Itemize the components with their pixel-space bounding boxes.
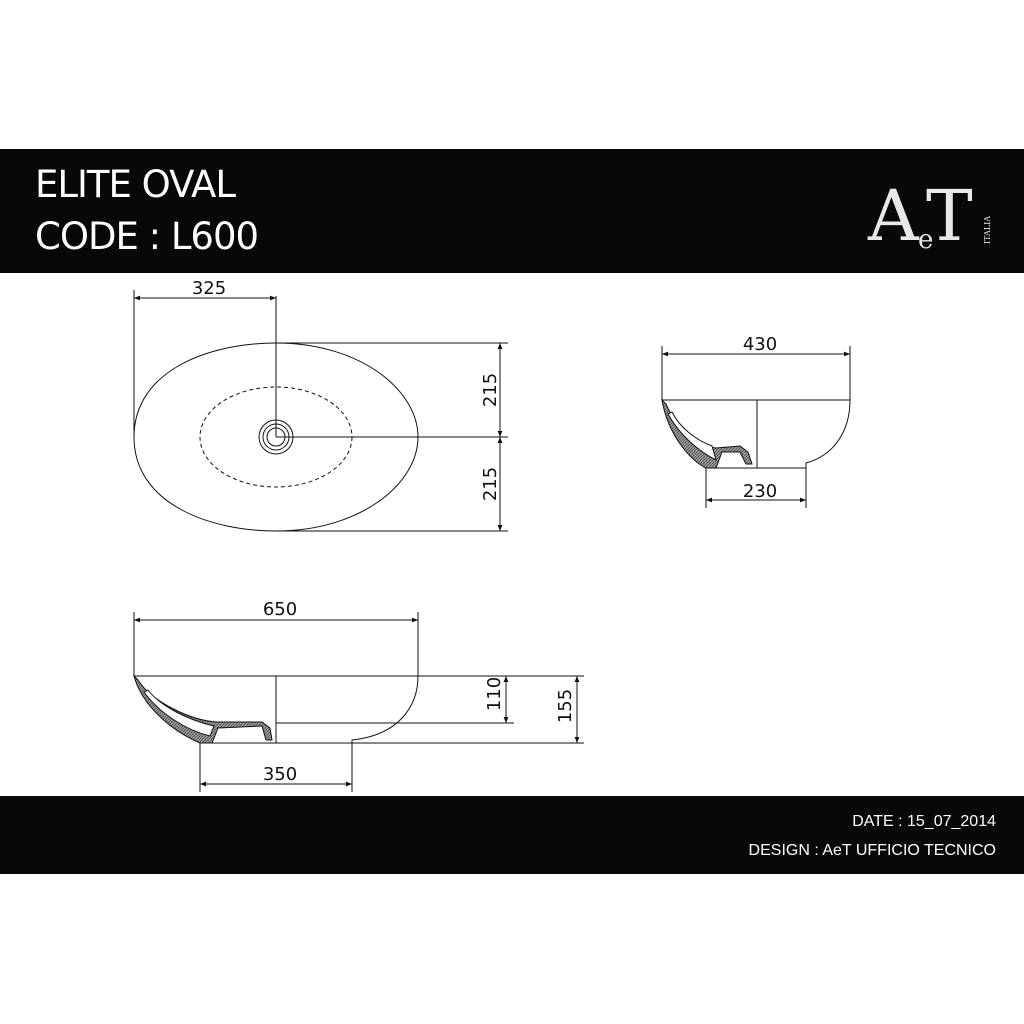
dim-650: 650: [263, 599, 297, 620]
side-view-short: [661, 346, 851, 508]
dim-155: 155: [555, 689, 576, 723]
svg-text:e: e: [918, 225, 933, 252]
product-name: ELITE OVAL: [35, 163, 236, 206]
dim-430: 430: [743, 334, 777, 355]
footer-band: [0, 796, 1024, 874]
header-band: [0, 149, 1024, 273]
dim-350: 350: [263, 764, 297, 785]
svg-text:T: T: [926, 175, 973, 252]
product-code: CODE : L600: [35, 215, 259, 258]
side-view-long: [133, 612, 584, 792]
date-line: DATE : 15_07_2014: [852, 813, 996, 830]
dim-325: 325: [192, 278, 226, 299]
dim-110: 110: [484, 677, 505, 711]
dim-215-lower: 215: [480, 467, 501, 501]
logo-sub: ITALIA: [983, 216, 992, 244]
design-line: DESIGN : AeT UFFICIO TECNICO: [748, 842, 996, 859]
dim-215-upper: 215: [480, 373, 501, 407]
svg-text:A: A: [867, 175, 920, 252]
top-view: [133, 290, 508, 532]
dim-230: 230: [743, 481, 777, 502]
aet-italia-logo: A e T ITALIA: [867, 175, 992, 252]
